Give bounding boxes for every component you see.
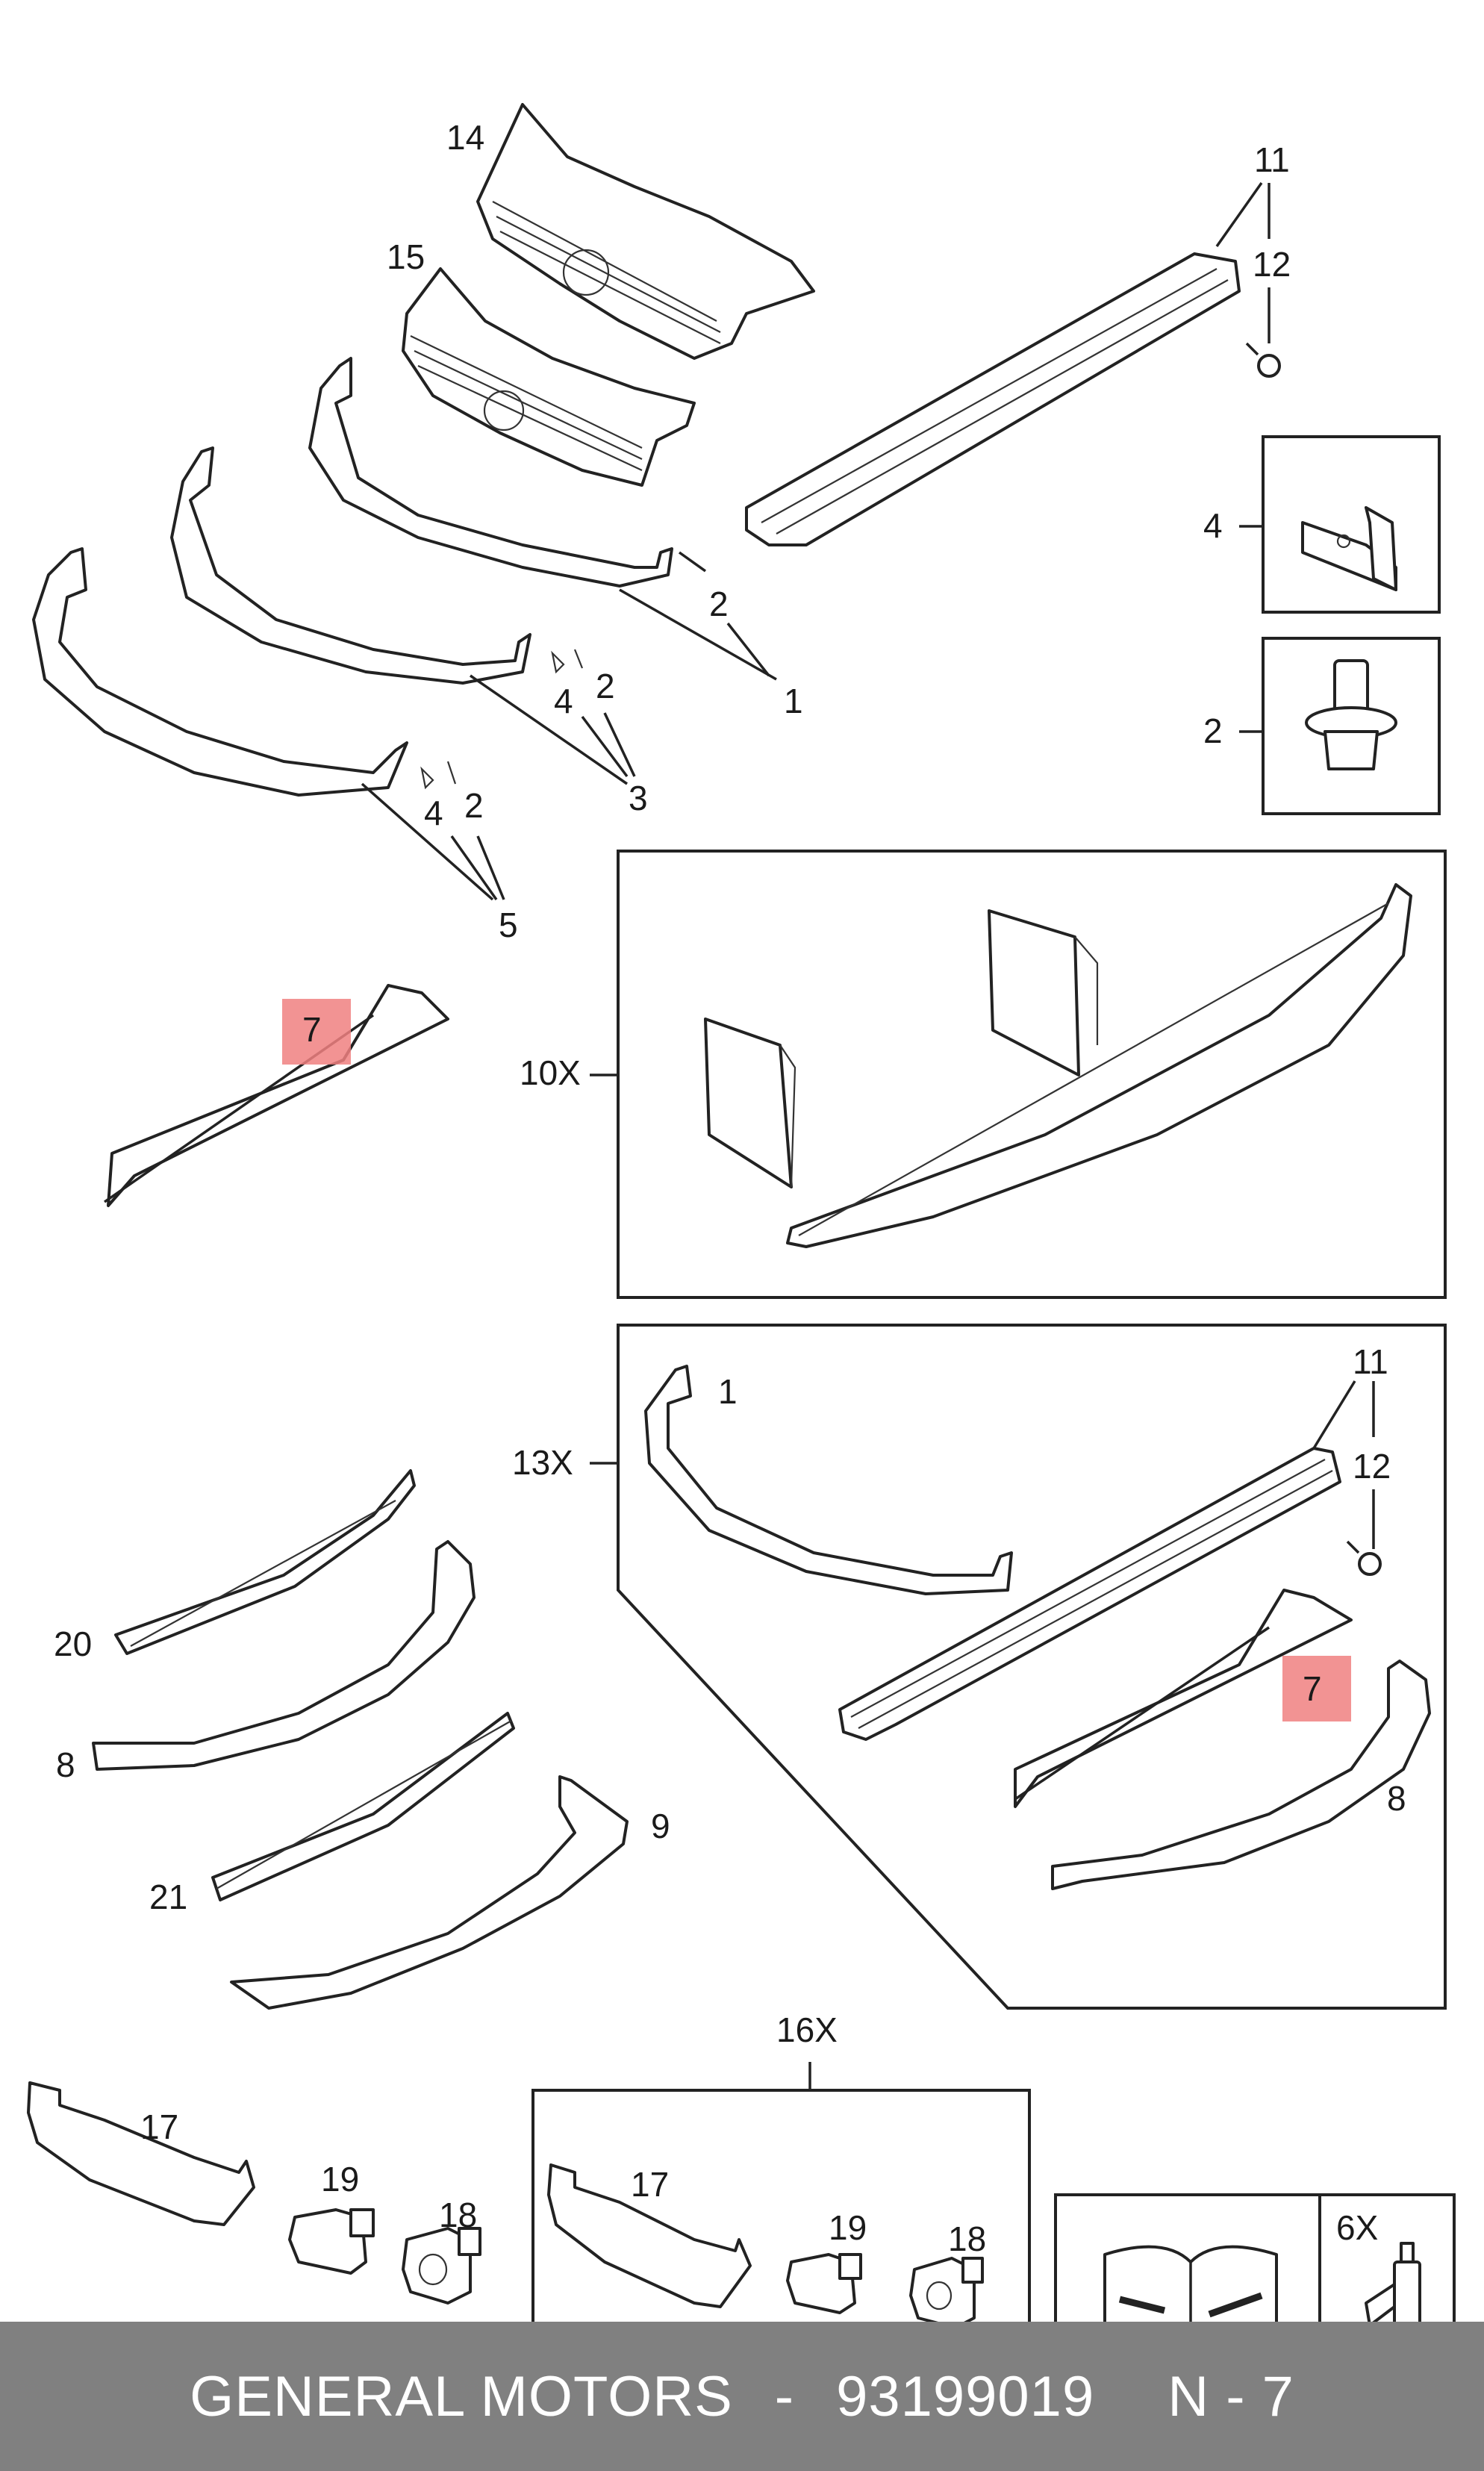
callout-18-a: 18: [439, 2196, 477, 2234]
part-number: 93199019: [836, 2364, 1095, 2428]
callout-11-b: 11: [1353, 1342, 1388, 1381]
callout-10x: 10X: [520, 1053, 581, 1092]
callout-21: 21: [149, 1878, 187, 1916]
rear-spoiler-7: [107, 984, 449, 1207]
handle-17-kit: [547, 2163, 752, 2308]
brand-name: GENERAL MOTORS: [190, 2364, 733, 2428]
page-number: N - 7: [1167, 2364, 1294, 2428]
callout-1-b: 1: [718, 1372, 738, 1411]
callout-4-b: 4: [554, 682, 573, 720]
front-spoiler-5: [32, 547, 408, 797]
callout-16x: 16X: [776, 2010, 838, 2049]
callout-14: 14: [446, 118, 484, 157]
callout-18-b: 18: [948, 2219, 986, 2258]
callout-7-b: 7: [1303, 1669, 1322, 1708]
callout-2-b: 2: [596, 667, 615, 705]
screw-12-top: [1245, 287, 1281, 378]
cap-19: [288, 2208, 375, 2275]
footer-text: GENERAL MOTORS-93199019 N - 7: [169, 2364, 1315, 2429]
callout-2-box: 2: [1203, 711, 1223, 750]
callout-12-b: 12: [1353, 1447, 1391, 1486]
callout-13x: 13X: [512, 1443, 573, 1482]
callout-12-top: 12: [1253, 245, 1291, 284]
sill-11-kit: [838, 1447, 1341, 1741]
clip-pair-3: [551, 649, 584, 674]
callout-2-c: 2: [464, 786, 484, 825]
trim-strip-21: [211, 1712, 515, 1901]
callout-11-top: 11: [1254, 140, 1290, 179]
callout-8-a: 8: [56, 1745, 75, 1784]
front-spoiler-1-kit: [644, 1365, 1013, 1595]
callout-19-a: 19: [321, 2160, 359, 2199]
callout-19-b: 19: [829, 2208, 867, 2247]
rear-spoiler-7-kit: [1014, 1589, 1353, 1808]
grille-14: [476, 103, 815, 360]
rear-lower-8: [92, 1540, 476, 1771]
clip-2: [1305, 659, 1397, 770]
sill-11-top: [745, 252, 1241, 546]
grille-15: [402, 267, 696, 487]
callout-4-c: 4: [424, 794, 443, 832]
clip-pair-5: [420, 761, 457, 790]
rear-wing-10x: [786, 883, 1412, 1248]
cap-18-kit: [909, 2257, 984, 2329]
callout-8-b: 8: [1387, 1779, 1406, 1818]
handle-17: [27, 2081, 255, 2226]
cap-18: [402, 2227, 481, 2305]
footer-bar: GENERAL MOTORS-93199019 N - 7: [0, 2322, 1484, 2471]
callout-15: 15: [387, 237, 425, 276]
front-spoiler-1: [308, 357, 673, 588]
callout-17-b: 17: [631, 2165, 669, 2204]
bracket-4: [1301, 506, 1397, 591]
callout-17-a: 17: [140, 2107, 178, 2146]
callout-6x: 6X: [1336, 2208, 1378, 2247]
adhesive-bottle-icon: [1361, 2242, 1421, 2345]
callout-9: 9: [651, 1807, 670, 1845]
detail-box-2: [1262, 637, 1441, 815]
kit-box-13x: [617, 1324, 1447, 2010]
highlight-7-b: [1282, 1656, 1351, 1721]
rear-lower-8-kit: [1051, 1660, 1431, 1890]
rear-lower-9: [230, 1775, 629, 2010]
separator: -: [774, 2364, 795, 2428]
instruction-sheet-b: [988, 909, 1099, 1076]
instruction-sheet-a: [704, 1018, 796, 1188]
callout-5: 5: [499, 906, 518, 944]
callout-20: 20: [54, 1624, 92, 1663]
front-spoiler-3: [170, 446, 531, 685]
callout-2-a: 2: [709, 585, 729, 623]
highlight-7-a: [282, 999, 351, 1065]
screw-12-kit: [1346, 1489, 1382, 1576]
callout-7-a: 7: [302, 1010, 322, 1049]
callout-3: 3: [629, 779, 648, 817]
detail-box-4: [1262, 435, 1441, 614]
cap-19-kit: [786, 2253, 862, 2314]
callout-1-a: 1: [784, 682, 803, 720]
callout-4-box: 4: [1203, 506, 1223, 545]
trim-strip-20: [114, 1469, 416, 1655]
